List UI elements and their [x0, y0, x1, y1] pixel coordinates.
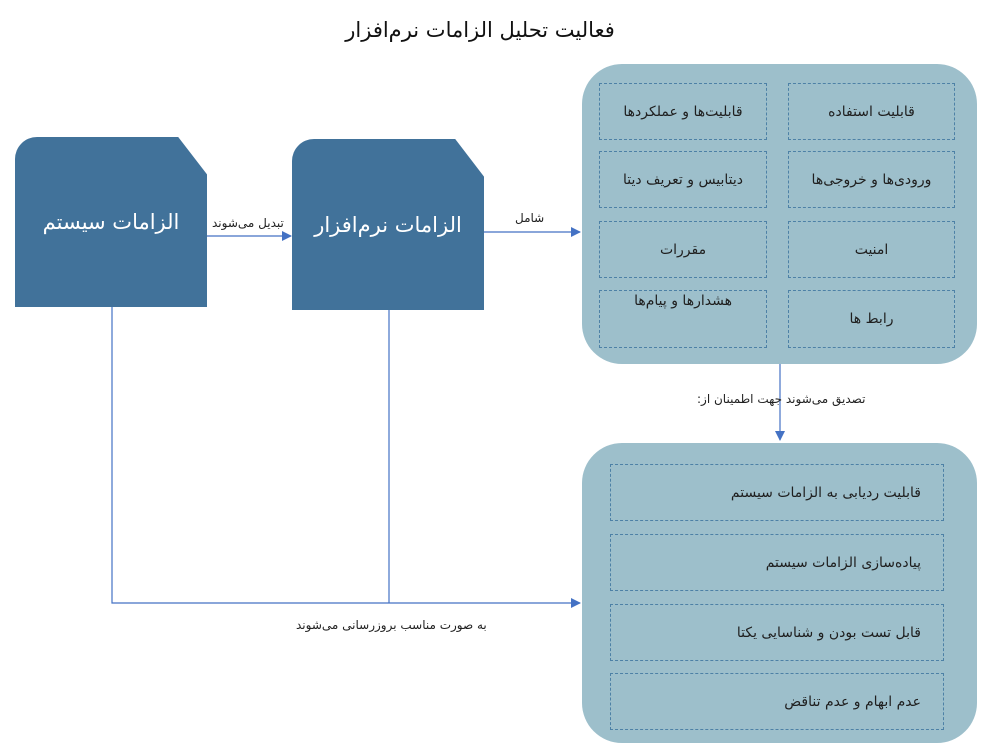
node-system-requirements: الزامات سیستم — [15, 137, 207, 307]
edge-label-updated: به صورت مناسب بروزرسانی می‌شوند — [296, 618, 487, 632]
includes-item: قابلیت‌ها و عملکردها — [599, 83, 767, 140]
diagram-title: فعالیت تحلیل الزامات نرم‌افزار — [345, 18, 615, 42]
edge-label-includes: شامل — [515, 211, 545, 225]
connector-updates — [111, 307, 581, 608]
edge-label-verified: تصدیق می‌شوند جهت اطمینان از: — [697, 392, 866, 406]
includes-item: دیتابیس و تعریف دیتا — [599, 151, 767, 208]
verification-item: قابل تست بودن و شناسایی یکتا — [610, 604, 944, 661]
includes-item: مقررات — [599, 221, 767, 278]
includes-item: هشدارها و پیام‌ها — [599, 290, 767, 348]
verification-panel: قابلیت ردیابی به الزامات سیستم پیاده‌ساز… — [582, 443, 977, 743]
node-system-requirements-label: الزامات سیستم — [42, 210, 180, 234]
node-software-requirements-label: الزامات نرم‌افزار — [314, 212, 462, 237]
verification-item: عدم ابهام و عدم تناقض — [610, 673, 944, 730]
includes-item: ورودی‌ها و خروجی‌ها — [788, 151, 955, 208]
node-software-requirements: الزامات نرم‌افزار — [292, 139, 484, 310]
includes-item: امنیت — [788, 221, 955, 278]
verification-item: پیاده‌سازی الزامات سیستم — [610, 534, 944, 591]
includes-panel: قابلیت استفاده قابلیت‌ها و عملکردها ورود… — [582, 64, 977, 364]
includes-item: رابط ها — [788, 290, 955, 348]
verification-item: قابلیت ردیابی به الزامات سیستم — [610, 464, 944, 521]
edge-label-converted: تبدیل می‌شوند — [212, 216, 284, 230]
includes-item: قابلیت استفاده — [788, 83, 955, 140]
